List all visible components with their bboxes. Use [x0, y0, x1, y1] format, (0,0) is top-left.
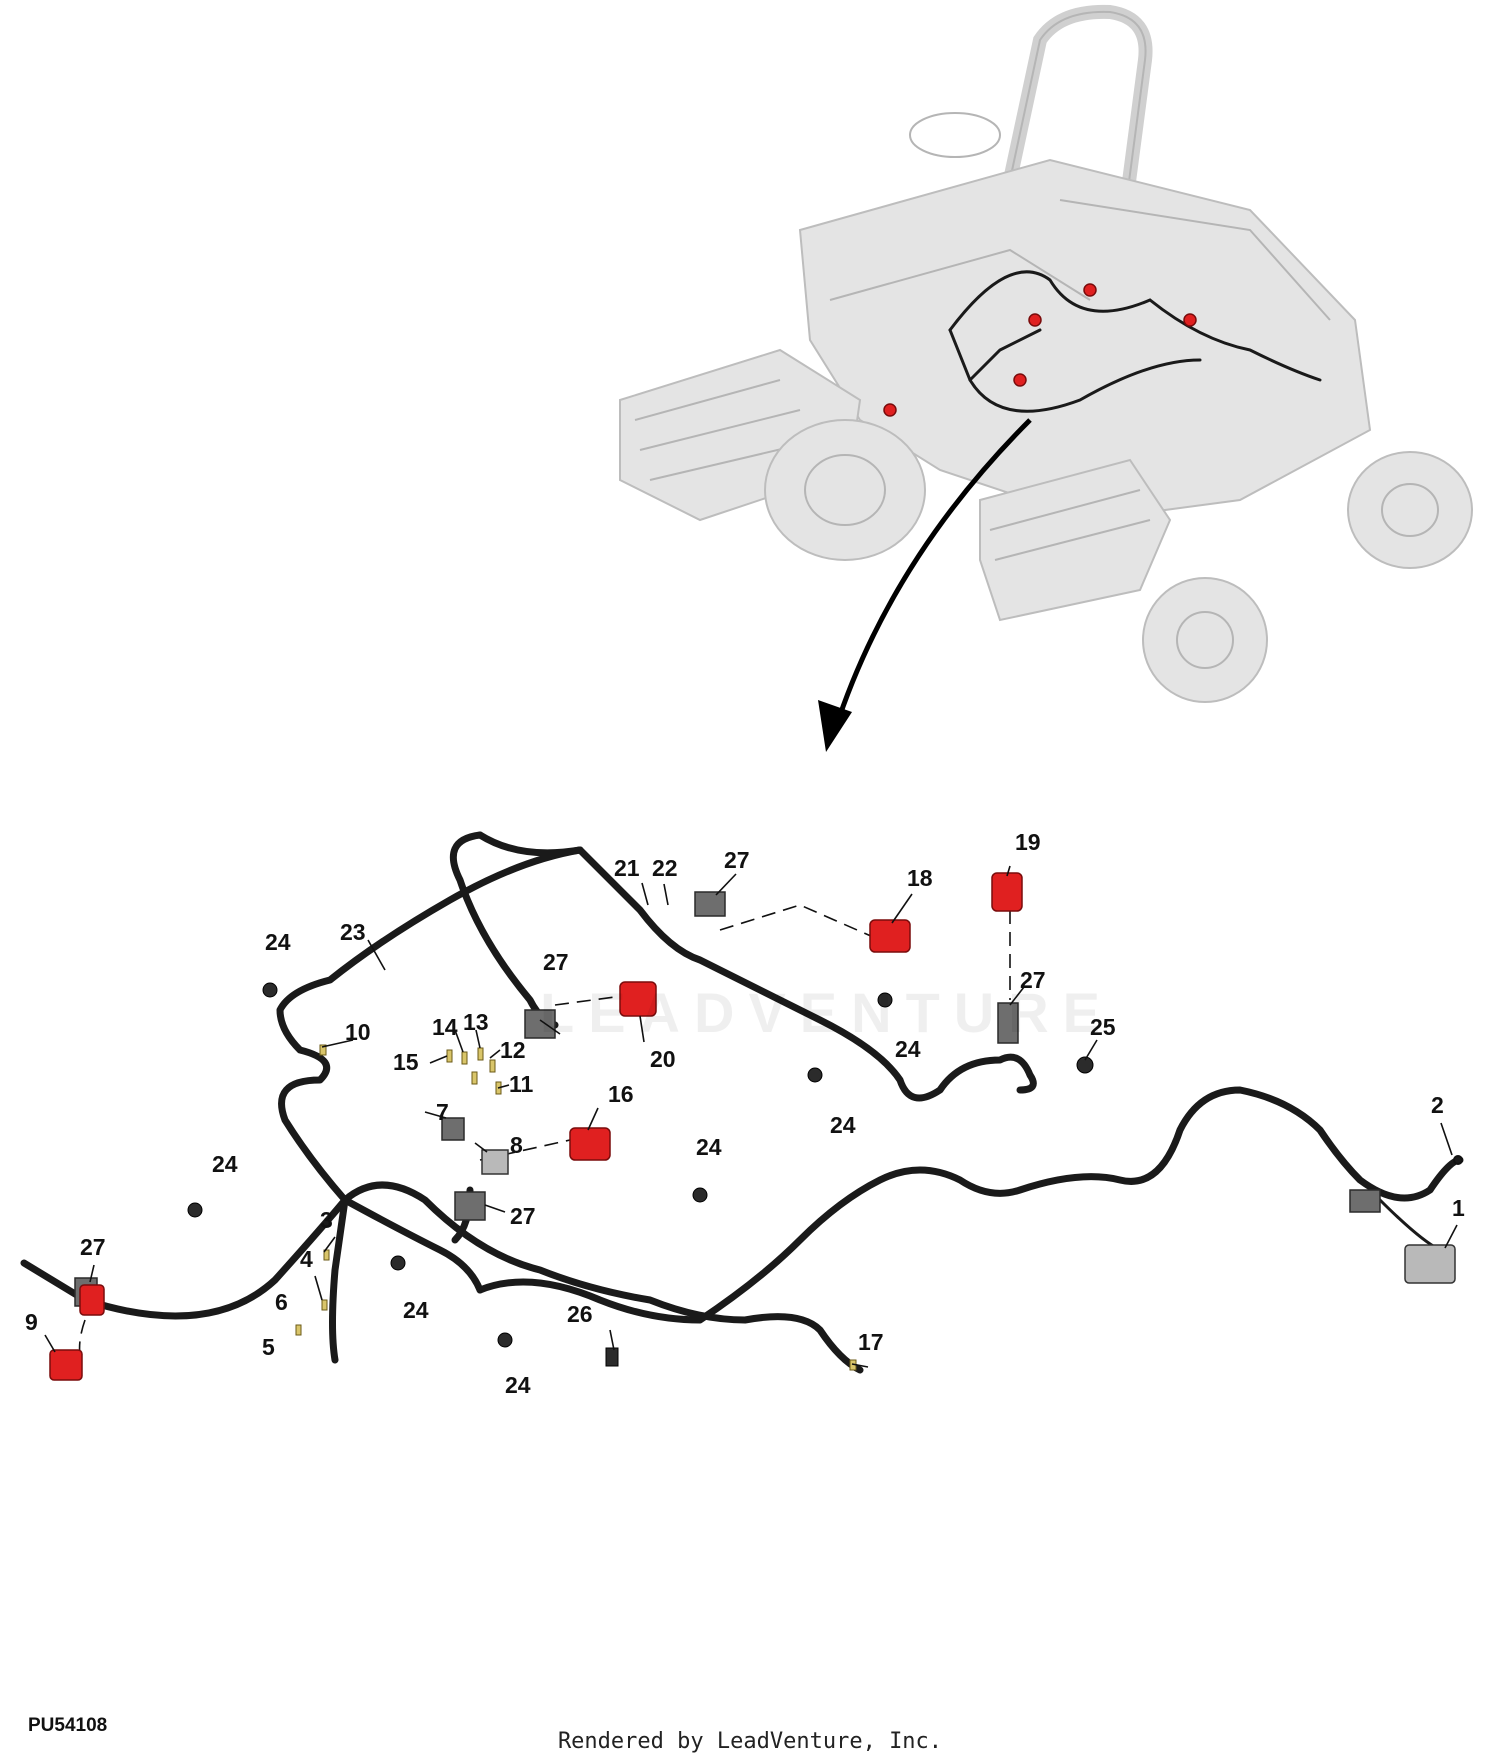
connector-20: [619, 981, 657, 1017]
connectors: [49, 872, 1456, 1381]
clip-24-c: [807, 1067, 823, 1083]
connector-1: [1404, 1244, 1456, 1284]
callout-16: 16: [608, 1081, 634, 1107]
callout-24-g: 24: [505, 1372, 531, 1398]
callout-5: 5: [262, 1334, 275, 1360]
callout-14: 14: [432, 1014, 458, 1040]
vehicle-overview-illustration: [619, 4, 1473, 703]
callout-17: 17: [858, 1329, 884, 1355]
leader-lines: [44, 865, 1458, 1368]
callout-labels: 1 2 3 4 5 6 7 8 9 10 11 12 13 14 15 16 1…: [25, 829, 1465, 1398]
callout-6: 6: [275, 1289, 288, 1315]
callout-10: 10: [345, 1019, 371, 1045]
connector-8: [481, 1149, 509, 1175]
clip-24-b: [877, 992, 893, 1008]
callout-18: 18: [907, 865, 933, 891]
connector-16: [569, 1127, 611, 1161]
callout-25: 25: [1090, 1014, 1116, 1040]
connector-27-right: [1349, 1189, 1381, 1213]
clip-24-f: [390, 1255, 406, 1271]
callout-19: 19: [1015, 829, 1041, 855]
callout-11: 11: [509, 1071, 534, 1097]
connector-18: [869, 919, 911, 953]
connector-27-center: [454, 1191, 486, 1221]
connector-27-20: [524, 1009, 556, 1039]
callout-12: 12: [500, 1037, 526, 1063]
connector-27-left: [79, 1284, 105, 1316]
watermark: LEADVENTURE: [540, 981, 1115, 1044]
detail-arrow: [818, 418, 1032, 752]
callout-24-c: 24: [830, 1112, 856, 1138]
clips: [187, 982, 1094, 1367]
connector-27-top: [694, 891, 726, 917]
footer-credit: Rendered by LeadVenture, Inc.: [557, 1729, 943, 1754]
callout-27-top: 27: [724, 847, 750, 873]
clip-25: [1076, 1056, 1094, 1074]
clip-24-g: [497, 1332, 513, 1348]
clip-24-d: [692, 1187, 708, 1203]
callout-24-a: 24: [265, 929, 291, 955]
callout-23: 23: [340, 919, 366, 945]
callout-9: 9: [25, 1309, 38, 1335]
clip-24-e: [187, 1202, 203, 1218]
clip-24-a: [262, 982, 278, 998]
callout-27-19: 27: [1020, 967, 1046, 993]
callout-22: 22: [652, 855, 678, 881]
callout-1: 1: [1452, 1195, 1465, 1221]
callout-4: 4: [300, 1246, 313, 1272]
callout-24-e: 24: [212, 1151, 238, 1177]
connector-9: [49, 1349, 83, 1381]
callout-20: 20: [650, 1046, 676, 1072]
connector-27-19: [997, 1002, 1019, 1044]
callout-8: 8: [510, 1132, 523, 1158]
callout-24-f: 24: [403, 1297, 429, 1323]
callout-24-b: 24: [895, 1036, 921, 1062]
connector-19: [991, 872, 1023, 912]
callout-3: 3: [320, 1207, 333, 1233]
callout-27-center: 27: [510, 1203, 536, 1229]
callout-15: 15: [393, 1049, 419, 1075]
clip-26: [605, 1347, 619, 1367]
callout-21: 21: [614, 855, 640, 881]
main-wire-harness: [20, 831, 1464, 1374]
callout-2: 2: [1431, 1092, 1444, 1118]
callout-27-left: 27: [80, 1234, 106, 1260]
connector-7: [441, 1117, 465, 1141]
callout-7: 7: [436, 1099, 449, 1125]
figure-id: PU54108: [28, 1715, 108, 1736]
callout-26: 26: [567, 1301, 593, 1327]
callout-13: 13: [463, 1009, 489, 1035]
callout-24-d: 24: [696, 1134, 722, 1160]
callout-27-20: 27: [543, 949, 569, 975]
